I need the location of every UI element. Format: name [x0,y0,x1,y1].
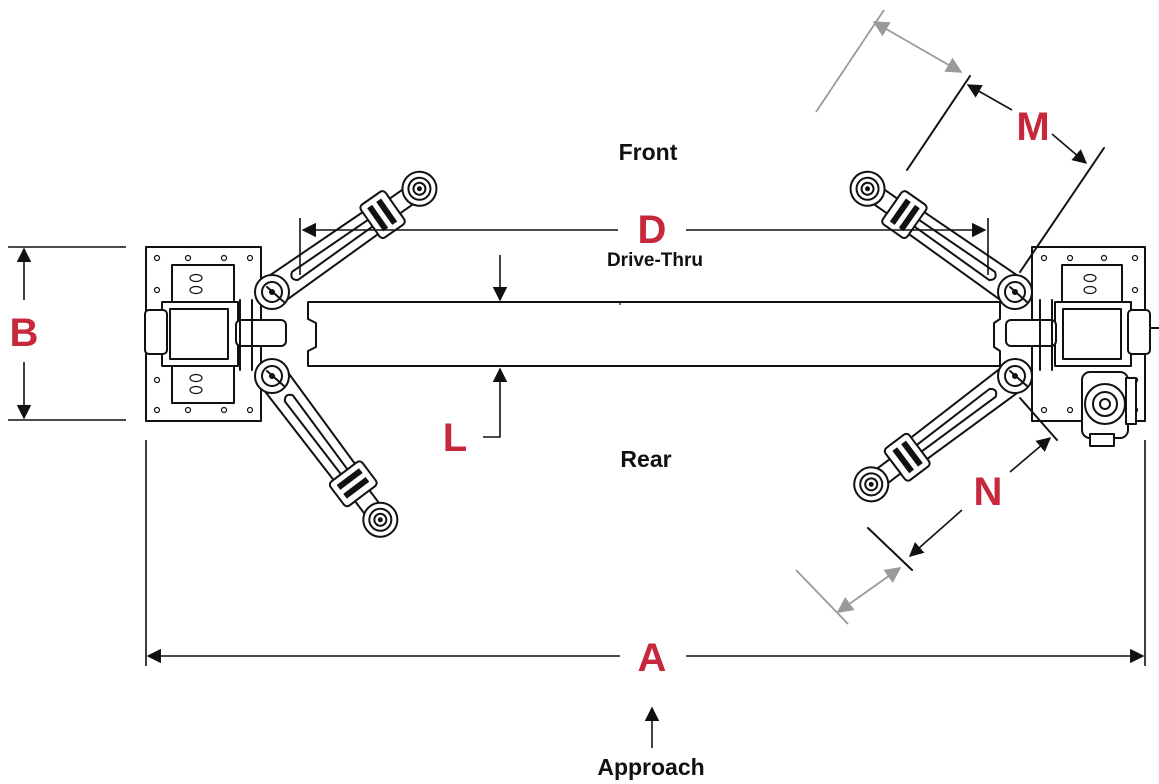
approach-label: Approach [597,754,704,780]
dimension-a-label: A [638,636,667,680]
approach-indicator: Approach [597,706,705,780]
dimension-m-label: M [1016,105,1049,149]
right-upper-bracket [1061,264,1123,304]
right-rear-pivot [997,358,1033,394]
left-front-pivot [254,274,290,310]
floor-plate [307,301,1001,367]
left-cylinder [144,309,168,355]
dimension-n: N [795,397,1058,625]
left-base-bolts [153,254,254,414]
power-unit [1081,371,1137,447]
dimension-m: M [815,9,1105,273]
rear-label: Rear [620,446,671,472]
dimension-n-label: N [974,470,1003,514]
left-lower-bracket [171,364,235,404]
dimension-l-label: L [443,416,467,460]
right-carriage [1005,319,1057,347]
drive-thru-label: Drive-Thru [607,250,703,271]
dimension-d: D Drive-Thru [299,208,989,275]
dimension-m-extension [815,9,885,113]
right-column-post [1054,301,1132,367]
right-column [841,161,1159,512]
dimension-a: A [145,440,1146,680]
right-front-pivot [997,274,1033,310]
front-label: Front [619,139,678,165]
left-column-post [161,301,239,367]
left-upper-bracket [171,264,235,304]
dimension-b: B [8,246,126,421]
dimension-l: L [443,255,508,460]
right-cylinder [1127,309,1151,355]
left-carriage [235,319,287,347]
dimension-n-extension [795,569,849,625]
left-column [144,161,446,547]
left-rear-pivot [254,358,290,394]
dimension-d-label: D [638,208,667,252]
dimension-b-label: B [10,311,39,355]
